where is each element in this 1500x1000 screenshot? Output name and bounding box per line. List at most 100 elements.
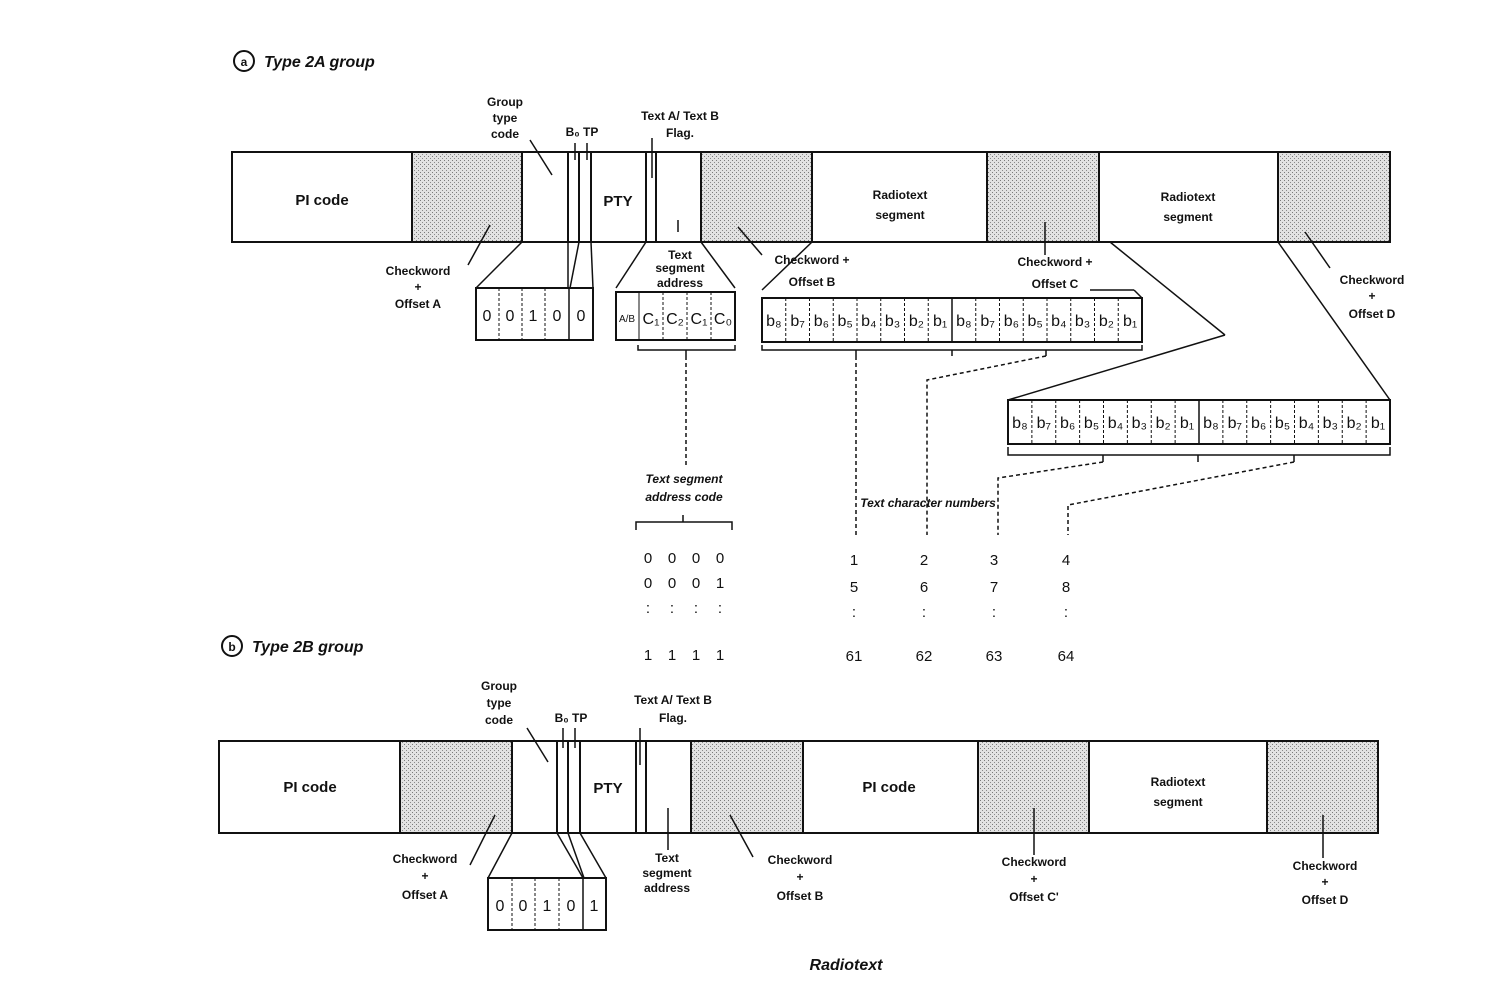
address-bit: C₁ xyxy=(691,311,708,328)
block-d-bit: b₅ xyxy=(1084,415,1099,432)
block-d-bit: b₆ xyxy=(1251,415,1266,432)
checkword-b-label-1: Checkword + xyxy=(774,253,849,267)
checkword-d-label-3: Offset D xyxy=(1302,893,1349,907)
block-c-bit: b₃ xyxy=(885,313,900,330)
panel-b-pointer-lines xyxy=(469,727,1324,866)
block-c-label: PI code xyxy=(862,779,915,796)
panel-a-marker-circle xyxy=(233,50,255,72)
address-bit: C₀ xyxy=(714,311,732,328)
character-number: : xyxy=(852,604,856,621)
group-type-code-label-1: Group xyxy=(481,679,517,693)
block-d-bit: b₄ xyxy=(1299,415,1314,432)
block-c-bit: b₈ xyxy=(956,313,972,330)
block-d-radiotext xyxy=(1088,740,1268,834)
block-c-bit: b₄ xyxy=(1051,313,1066,330)
character-number: 7 xyxy=(990,579,998,596)
text-ab-flag-label-2: Flag. xyxy=(659,711,687,725)
block-d-label-1: Radiotext xyxy=(1161,190,1216,204)
character-number: 5 xyxy=(850,579,858,596)
address-code-digit: 1 xyxy=(668,647,676,664)
flag-bit: A/B xyxy=(619,314,635,325)
panel-a-marker: a xyxy=(241,55,248,69)
group-bit: 1 xyxy=(529,308,538,325)
figure-caption: Radiotext xyxy=(810,957,884,974)
block-c-bit: b₅ xyxy=(1027,313,1042,330)
group-bit: 1 xyxy=(543,898,552,915)
block-d-bit: b₃ xyxy=(1132,415,1147,432)
text-ab-flag-label-1: Text A/ Text B xyxy=(641,109,719,123)
character-number: : xyxy=(1064,604,1068,621)
address-code-digit: 0 xyxy=(692,575,700,592)
block-c-bit: b₆ xyxy=(1004,313,1019,330)
block-d-label-1: Radiotext xyxy=(1151,775,1206,789)
b0-field xyxy=(567,151,580,243)
group-type-code-area xyxy=(511,740,558,834)
address-code-digit: : xyxy=(694,600,698,617)
address-code-digit: : xyxy=(670,600,674,617)
group-type-code-area xyxy=(521,151,569,243)
segment-address-label-3: address xyxy=(657,276,703,290)
block-d-bit: b₇ xyxy=(1228,415,1242,432)
b0-field xyxy=(556,740,569,834)
panel-b-title: Type 2B group xyxy=(252,639,364,656)
panel-b: b Type 2B group PI code PTY PI code Radi… xyxy=(218,635,1379,931)
checkword-c-label-1: Checkword + xyxy=(1017,255,1092,269)
block-c-bit: b₃ xyxy=(1075,313,1090,330)
pty-label: PTY xyxy=(603,193,632,210)
pty-label: PTY xyxy=(593,780,622,797)
checkword-b-label-3: Offset B xyxy=(777,889,824,903)
block-c-radiotext xyxy=(811,151,988,243)
block-d-bit: b₈ xyxy=(1203,415,1219,432)
checkword-b-area xyxy=(700,151,813,243)
address-code-digit: : xyxy=(718,600,722,617)
panel-b-marker-circle xyxy=(221,635,243,657)
address-code-digit: 0 xyxy=(668,550,676,567)
address-code-digit: 0 xyxy=(668,575,676,592)
block-c-bit: b₂ xyxy=(909,313,924,330)
checkword-c-label-2: Offset C xyxy=(1032,277,1079,291)
group-bit: 0 xyxy=(496,898,505,915)
tp-field xyxy=(578,151,592,243)
address-code-digit: 1 xyxy=(716,647,724,664)
checkword-d-label-1: Checkword xyxy=(1340,273,1405,287)
b0-tp-label: B₀ TP xyxy=(566,125,599,139)
address-code-digit: 1 xyxy=(716,575,724,592)
character-number: 63 xyxy=(986,648,1003,665)
block-c-bit: b₆ xyxy=(814,313,829,330)
panel-a-pointer-lines xyxy=(467,138,1331,269)
panel-a-braces xyxy=(635,345,1391,530)
panel-b-marker: b xyxy=(228,640,235,654)
checkword-a-label-1: Checkword xyxy=(393,852,458,866)
character-number: 2 xyxy=(920,552,928,569)
block-c-label-1: Radiotext xyxy=(873,188,928,202)
address-code-digit: 1 xyxy=(692,647,700,664)
block-c-bit: b₄ xyxy=(861,313,876,330)
segment-address-label-1: Text xyxy=(668,248,692,262)
block-d-label-2: segment xyxy=(1153,795,1202,809)
group-type-code-label-1: Group xyxy=(487,95,523,109)
block-d-bit: b₁ xyxy=(1180,415,1194,432)
address-code-digit: 0 xyxy=(692,550,700,567)
character-number: 61 xyxy=(846,648,863,665)
character-number: : xyxy=(992,604,996,621)
block-c-bit: b₁ xyxy=(933,313,947,330)
tsa-code-label-2: address code xyxy=(645,490,723,504)
block-d-bit: b₇ xyxy=(1037,415,1051,432)
group-bit: 0 xyxy=(567,898,576,915)
panel-b-group-bits: 0 0 1 0 1 xyxy=(487,877,607,931)
panel-a-expansion-lines xyxy=(475,241,1391,401)
character-number: 6 xyxy=(920,579,928,596)
checkword-a-label-3: Offset A xyxy=(395,297,442,311)
block-c-bit: b₁ xyxy=(1123,313,1137,330)
block-d-label-2: segment xyxy=(1163,210,1212,224)
checkword-c-area xyxy=(986,151,1100,243)
group-type-code-label-2: type xyxy=(493,111,518,125)
character-number: 1 xyxy=(850,552,858,569)
panel-a: a Type 2A group PI code PTY Radiotext se… xyxy=(231,50,1405,665)
address-code-digit: : xyxy=(646,600,650,617)
address-code-digit: 0 xyxy=(644,575,652,592)
panel-b-expansion-lines xyxy=(487,832,607,879)
character-number: 4 xyxy=(1062,552,1070,569)
